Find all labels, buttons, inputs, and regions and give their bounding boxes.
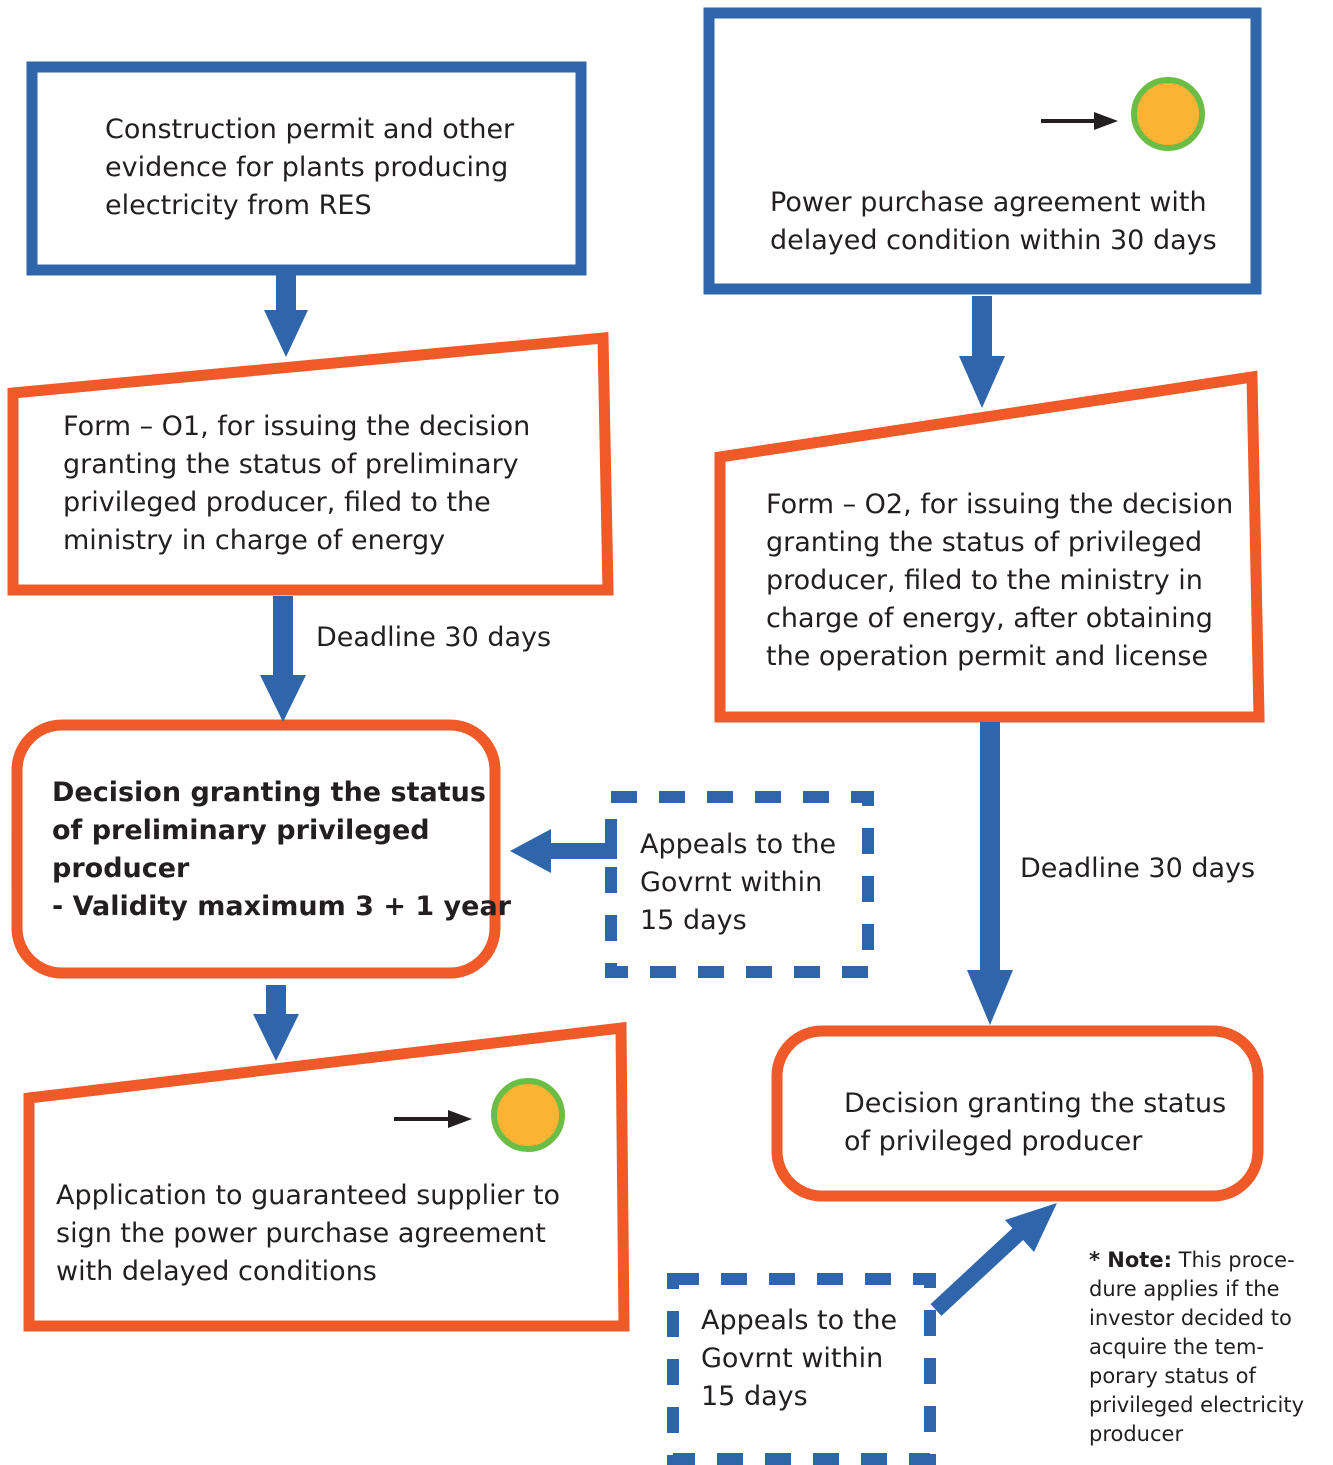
text-line: Application to guaranteed supplier to — [56, 1180, 561, 1211]
text-line: producer — [52, 853, 190, 884]
text-line: privileged electricity — [1089, 1393, 1305, 1417]
text-line: granting the status of preliminary — [63, 449, 519, 480]
form-o2-text: Form – O2, for issuing the decision gran… — [766, 486, 1233, 676]
preliminary-decision-text: Decision granting the status of prelimin… — [52, 774, 511, 926]
text-line: * Note: This proce- — [1089, 1246, 1304, 1275]
appeal-box-right — [667, 1273, 936, 1465]
appeal-text-right: Appeals to the Govrnt within 15 days — [701, 1302, 897, 1416]
construction-permit-text: Construction permit and other evidence f… — [105, 111, 514, 225]
arrow-ppa-to-form-o2 — [959, 296, 1005, 408]
text-line: Decision granting the status — [52, 777, 486, 808]
text-line: producer — [1089, 1422, 1184, 1446]
arrow-permit-to-form-o1 — [264, 275, 308, 357]
text-line: Construction permit and other — [105, 114, 515, 145]
text-line: acquire the tem- — [1089, 1335, 1264, 1359]
text-line: Govrnt within — [640, 867, 823, 898]
privileged-decision-text: Decision granting the status of privileg… — [844, 1085, 1226, 1161]
appeal-text-left: Appeals to the Govrnt within 15 days — [640, 826, 836, 940]
arrow-appeal-to-preliminary-decision — [510, 829, 617, 873]
text-line: Power purchase agreement with — [770, 187, 1207, 218]
application-text: Application to guaranteed supplier to si… — [56, 1177, 560, 1291]
form-o2-box — [714, 370, 1265, 723]
text-line: ministry in charge of energy — [63, 525, 446, 556]
text-line: granting the status of privileged — [766, 527, 1203, 558]
text-line: 15 days — [640, 905, 747, 936]
status-indicator-application — [491, 1078, 565, 1152]
deadline-label-left: Deadline 30 days — [316, 622, 552, 653]
text-line: Form – O2, for issuing the decision — [766, 489, 1234, 520]
text-line: dure applies if the — [1089, 1277, 1280, 1301]
text-line: Appeals to the — [640, 829, 837, 860]
form-o1-text: Form – O1, for issuing the decision gran… — [63, 408, 530, 560]
text-line: with delayed conditions — [56, 1256, 377, 1287]
arrow-decision-to-application — [253, 985, 299, 1061]
text-line: delayed condition within 30 days — [770, 225, 1217, 256]
deadline-label-right: Deadline 30 days — [1020, 853, 1256, 884]
text-line: porary status of — [1089, 1364, 1256, 1388]
note-first-line: This proce- — [1178, 1248, 1295, 1272]
text-line: charge of energy, after obtaining — [766, 603, 1213, 634]
arrow-form-o1-to-decision — [260, 596, 306, 722]
indicator-arrow-right-top — [1041, 112, 1118, 130]
text-line: evidence for plants producing — [105, 152, 509, 183]
text-line: 15 days — [701, 1381, 808, 1412]
text-line: sign the power purchase agreement — [56, 1218, 546, 1249]
text-line: Appeals to the — [701, 1305, 898, 1336]
procedure-note: * Note: This proce- dure applies if the … — [1089, 1246, 1304, 1449]
text-line: - Validity maximum 3 + 1 year — [52, 891, 511, 922]
ppa-text: Power purchase agreement with delayed co… — [770, 184, 1217, 260]
construction-permit-box — [26, 61, 587, 276]
text-line: producer, filed to the ministry in — [766, 565, 1203, 596]
appeal-box-left — [605, 791, 874, 978]
text-line: of preliminary privileged — [52, 815, 430, 846]
text-line: electricity from RES — [105, 190, 372, 221]
text-line: privileged producer, filed to the — [63, 487, 491, 518]
indicator-arrow-left-bottom — [394, 1110, 472, 1128]
privileged-decision-box — [771, 1025, 1264, 1202]
text-line: investor decided to — [1089, 1306, 1292, 1330]
preliminary-decision-box — [11, 719, 501, 979]
text-line: Form – O1, for issuing the decision — [63, 411, 531, 442]
arrow-appeal-to-privileged-decision — [930, 1203, 1057, 1316]
text-line: Decision granting the status — [844, 1088, 1227, 1119]
ppa-box — [703, 7, 1262, 295]
form-o1-box — [7, 331, 614, 596]
application-box — [23, 1021, 630, 1332]
text-line: of privileged producer — [844, 1126, 1143, 1157]
arrow-form-o2-to-decision — [967, 722, 1013, 1025]
status-indicator-ppa — [1131, 77, 1205, 151]
text-line: the operation permit and license — [766, 641, 1209, 672]
text-line: Govrnt within — [701, 1343, 884, 1374]
note-label: * Note: — [1089, 1248, 1172, 1272]
